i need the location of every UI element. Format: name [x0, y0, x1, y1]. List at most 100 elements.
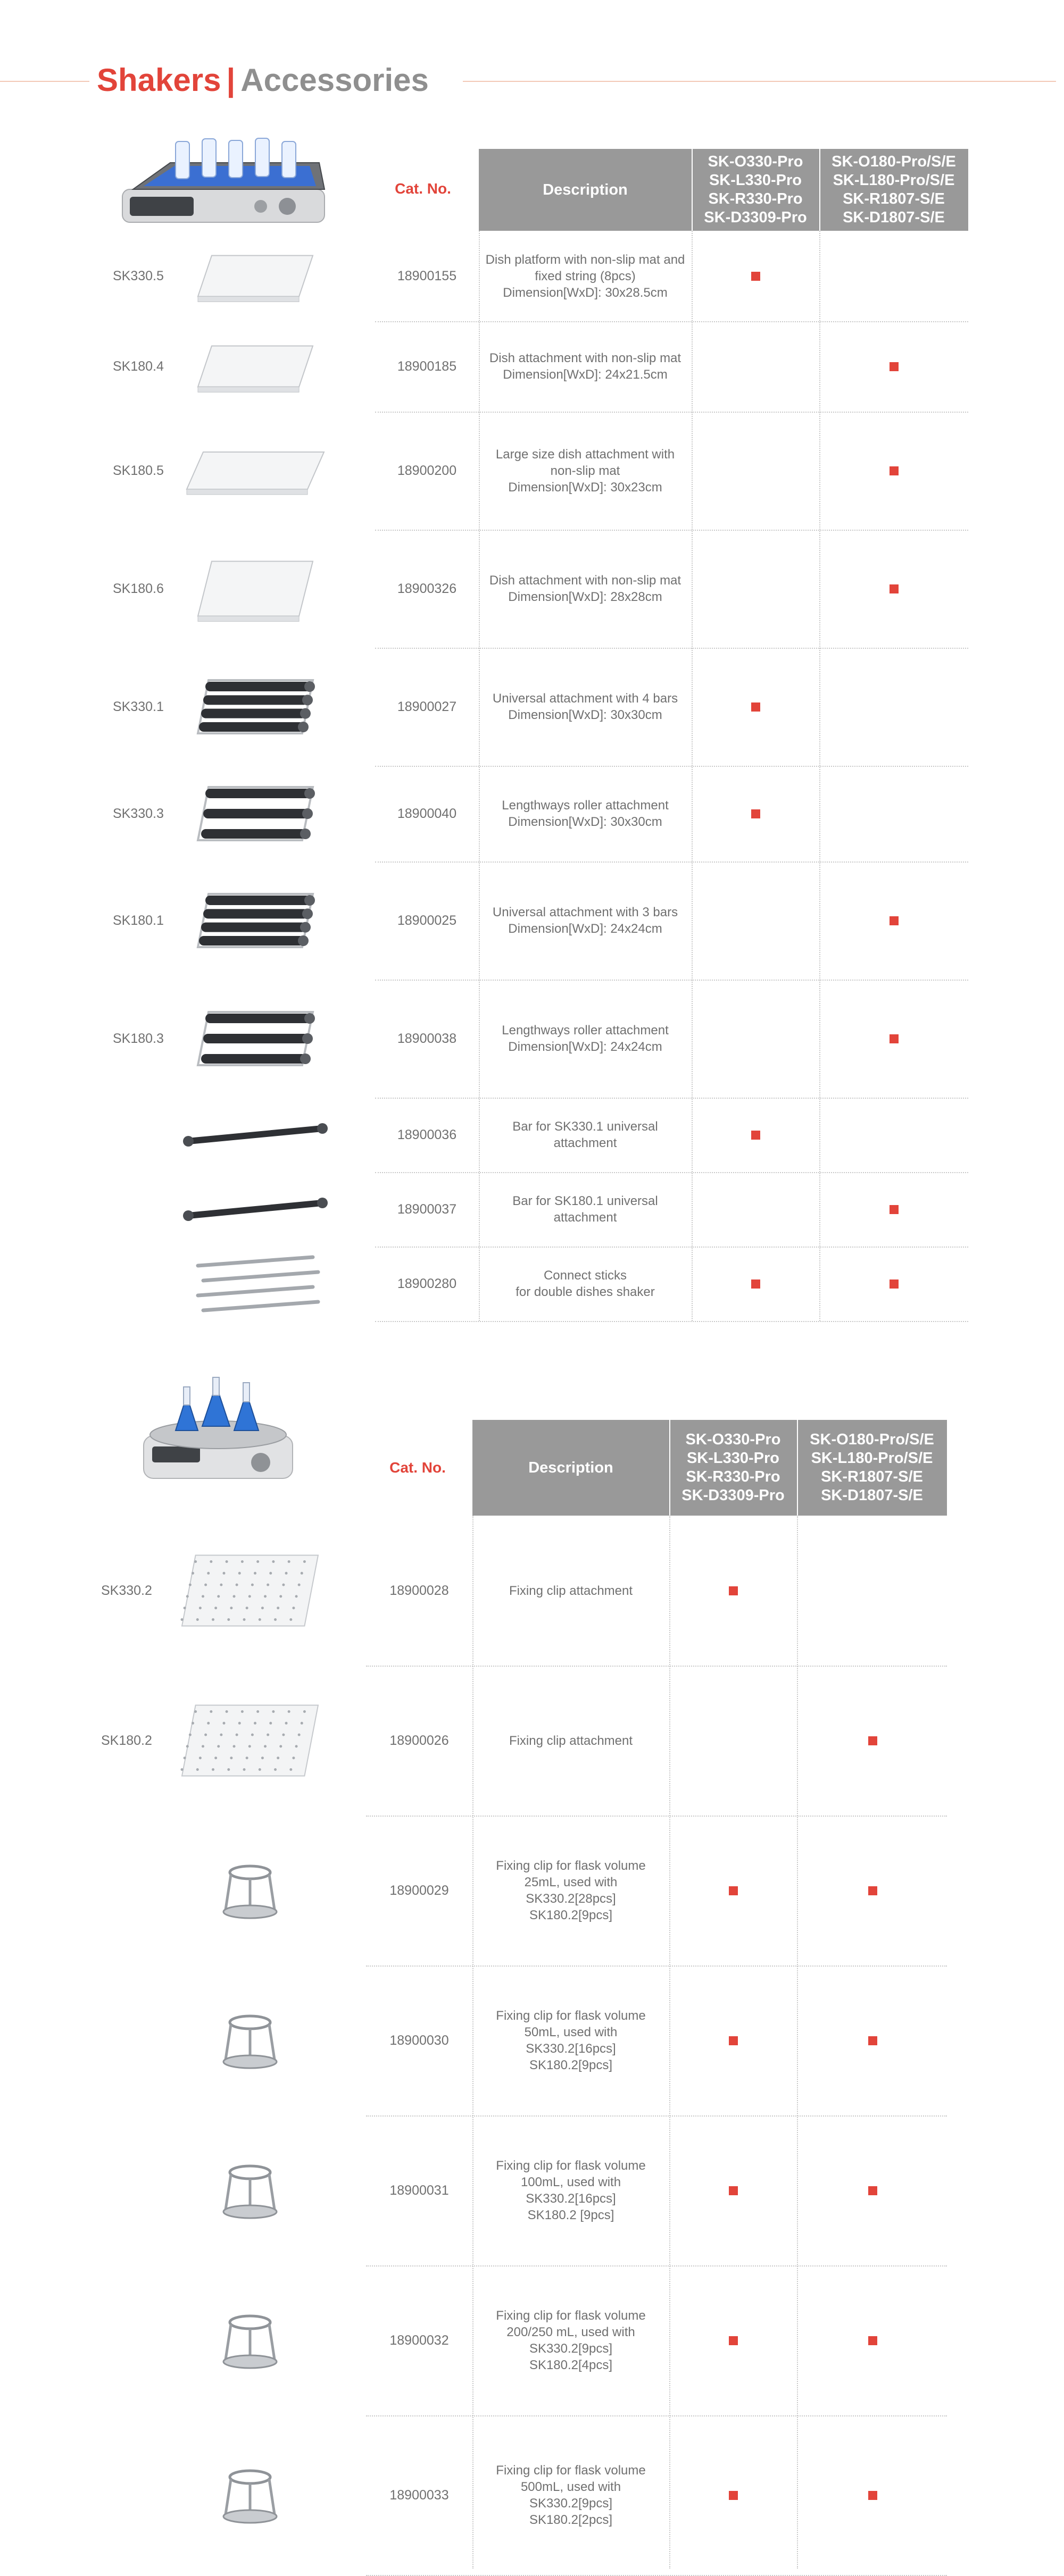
cat-number: 18900031 [389, 2182, 449, 2198]
product-image [165, 2420, 335, 2573]
universal-attachment-icon [196, 679, 315, 734]
description-line: Dimension[WxD]: 28x28cm [508, 590, 662, 604]
roller-attachment-icon [196, 786, 315, 841]
description-line: non-slip mat [550, 463, 620, 478]
table-header-bar [472, 1420, 947, 1516]
header-separator [692, 149, 693, 231]
table-header-bar [479, 149, 968, 231]
column-divider [472, 1516, 473, 2569]
model-label: SK330.2 [101, 1583, 152, 1598]
row-divider [366, 2265, 947, 2266]
column-divider [479, 231, 480, 1321]
header-rule-left [0, 81, 89, 82]
model-column-2-header: SK-O180-Pro/S/E SK-L180-Pro/S/E SK-R1807… [797, 1420, 947, 1516]
dish-platform-icon [197, 255, 314, 302]
row-divider [375, 1247, 968, 1248]
page-title: Shakers|Accessories [97, 62, 429, 99]
row-divider [375, 412, 968, 413]
compatibility-mark-col2 [890, 916, 899, 925]
model-column-1-header: SK-O330-Pro SK-L330-Pro SK-R330-Pro SK-D… [692, 149, 819, 231]
description-line: Dish platform with non-slip mat and [485, 252, 685, 267]
cat-number: 18900026 [389, 1733, 449, 1748]
row-divider [375, 1172, 968, 1173]
product-image [165, 1520, 335, 1664]
model-name: SK-D1807-S/E [843, 209, 945, 226]
model-name: SK-L330-Pro [709, 172, 802, 189]
header-rule-right [463, 81, 1056, 82]
compatibility-mark-col2 [868, 2336, 877, 2345]
cat-no-header: Cat. No. [395, 180, 451, 197]
roller-attachment-icon [196, 1011, 315, 1066]
universal-attachment-icon [196, 893, 315, 948]
description-line: SK180.2 [9pcs] [527, 2208, 614, 2222]
dish-attachment-icon [197, 345, 314, 392]
header-separator [669, 1420, 670, 1516]
description-line: 25mL, used with [524, 1875, 618, 1889]
column-divider [692, 231, 693, 1321]
model-name: SK-R1807-S/E [843, 190, 945, 207]
description-line: SK330.2[16pcs] [526, 2192, 616, 2206]
description-line: Lengthways roller attachment [502, 798, 669, 813]
product-image [176, 1176, 335, 1245]
model-name: SK-L180-Pro/S/E [833, 172, 955, 189]
large-dish-attachment-icon [186, 451, 325, 495]
description-line: attachment [553, 1210, 617, 1225]
description-line: SK180.2[9pcs] [529, 1908, 613, 1922]
compatibility-mark-col2 [890, 1034, 899, 1043]
row-divider [375, 980, 968, 981]
compatibility-mark-col2 [868, 2186, 877, 2195]
description-header: Description [528, 1459, 613, 1476]
description-line: attachment [553, 1136, 617, 1150]
description-line: Bar for SK180.1 universal [512, 1194, 658, 1208]
description-line: 200/250 mL, used with [506, 2325, 635, 2339]
description-line: for double dishes shaker [516, 1285, 655, 1299]
bar-icon [183, 1123, 328, 1147]
product-image [165, 1820, 335, 1964]
model-column-1-header: SK-O330-Pro SK-L330-Pro SK-R330-Pro SK-D… [669, 1420, 797, 1516]
model-label: SK180.5 [113, 463, 164, 478]
cat-number: 18900037 [397, 1201, 457, 1217]
description: Fixing clip attachment [472, 1666, 669, 1816]
shaker-with-erlenmeyer-flasks-image [143, 1377, 293, 1479]
cat-number: 18900033 [389, 2487, 449, 2503]
description-line: Universal attachment with 4 bars [492, 691, 678, 706]
compatibility-mark-col2 [868, 1886, 877, 1895]
description-line: Dimension[WxD]: 30x28.5cm [503, 285, 668, 300]
model-name: SK-R330-Pro [686, 1468, 780, 1485]
connect-sticks-icon [196, 1255, 320, 1312]
cat-number: 18900038 [397, 1031, 457, 1046]
description-line: SK330.2[9pcs] [529, 2341, 613, 2356]
model-name: SK-O180-Pro/S/E [832, 153, 956, 170]
cat-number: 18900032 [389, 2332, 449, 2348]
cat-number: 18900155 [397, 268, 457, 283]
compatibility-mark-col2 [890, 584, 899, 593]
compatibility-mark-col2 [890, 362, 899, 371]
description-line: SK330.2[9pcs] [529, 2496, 613, 2511]
row-divider [375, 321, 968, 322]
flask-clip-icon [222, 2469, 278, 2524]
cat-number: 18900200 [397, 463, 457, 478]
description-line: SK180.2[2pcs] [529, 2513, 613, 2527]
product-image [165, 2120, 335, 2264]
row-divider [366, 1816, 947, 1817]
description-line: Dimension[WxD]: 24x24cm [508, 1040, 662, 1054]
description-line: SK330.2[28pcs] [526, 1892, 616, 1906]
product-image [176, 770, 335, 860]
compatibility-mark-col2 [890, 466, 899, 475]
model-name: SK-L180-Pro/S/E [811, 1450, 933, 1467]
product-image [176, 235, 335, 320]
model-label: SK180.1 [113, 913, 164, 928]
cat-number: 18900028 [389, 1583, 449, 1598]
description-line: Fixing clip for flask volume [496, 2159, 646, 2173]
compatibility-mark-col1 [729, 2491, 738, 2500]
description: Fixing clip attachment [472, 1516, 669, 1666]
